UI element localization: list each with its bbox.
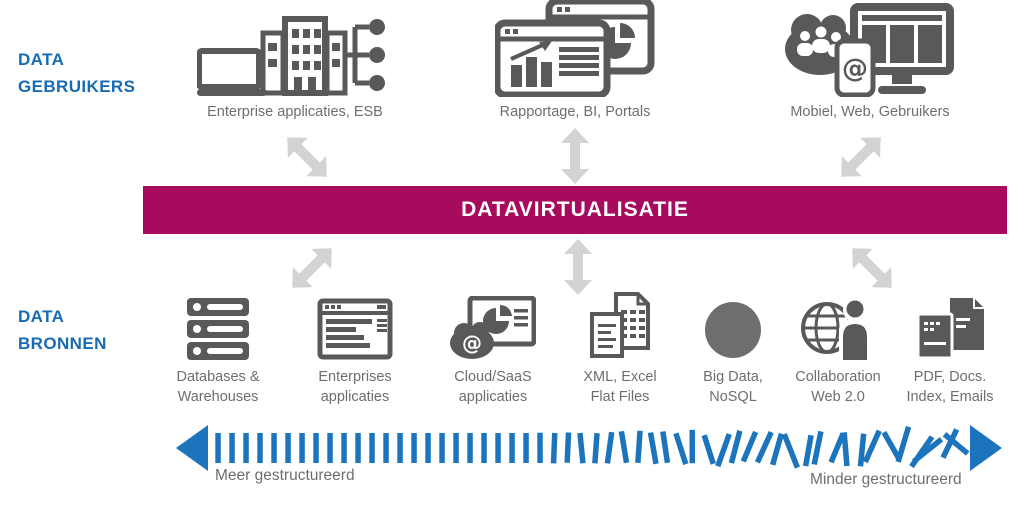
group-mobile-web-users: @ Mobiel, Web, Gebruikers <box>770 3 970 123</box>
label-line: applicaties <box>320 389 390 405</box>
double-arrow-icon <box>562 239 594 295</box>
group-xml-excel: XML, Excel Flat Files <box>558 292 682 407</box>
double-arrow-icon <box>559 128 591 184</box>
structure-spectrum-arrow <box>176 425 1002 471</box>
group-reports-bi: Rapportage, BI, Portals <box>480 0 670 123</box>
group-mobile-web-users-label: Mobiel, Web, Gebruikers <box>790 104 950 120</box>
mobile-web-users-icon: @ <box>784 3 956 97</box>
globe-person-icon <box>801 296 875 360</box>
xml-excel-files-icon <box>588 292 652 360</box>
group-pdf-docs-label: PDF, Docs. Index, Emails <box>906 367 993 407</box>
data-users-heading: DATA GEBRUIKERS <box>18 46 135 100</box>
reports-bi-icon <box>495 0 655 97</box>
label-line: XML, Excel <box>583 369 657 385</box>
label-line: Index, Emails <box>906 389 994 405</box>
double-arrow-icon <box>276 126 338 188</box>
label-line: Cloud/SaaS <box>454 369 532 385</box>
label-line: Databases & <box>176 369 260 385</box>
label-line: PDF, Docs. <box>913 369 987 385</box>
group-enterprises-applicaties: Enterprises applicaties <box>293 296 417 407</box>
double-arrow-icon <box>281 237 343 299</box>
label-line: NoSQL <box>709 389 757 405</box>
datavirtualisatie-banner: DATAVIRTUALISATIE <box>143 186 1007 234</box>
group-cloud-saas-label: Cloud/SaaS applicaties <box>454 367 531 407</box>
big-data-circle-icon <box>703 296 763 360</box>
double-arrow-icon <box>830 126 892 188</box>
data-sources-heading-line2: BRONNEN <box>18 334 107 353</box>
label-line: Big Data, <box>703 369 763 385</box>
group-databases-warehouses: Databases & Warehouses <box>156 296 280 407</box>
label-line: Warehouses <box>177 389 259 405</box>
spectrum-right-arrowhead-icon <box>970 425 1002 471</box>
documents-icon <box>914 296 986 360</box>
data-users-heading-line1: DATA <box>18 50 65 69</box>
group-collaboration-label: Collaboration Web 2.0 <box>795 367 880 407</box>
data-sources-heading-line1: DATA <box>18 307 65 326</box>
data-users-heading-line2: GEBRUIKERS <box>18 77 136 96</box>
group-enterprises-applicaties-label: Enterprises applicaties <box>318 367 391 407</box>
data-sources-heading: DATA BRONNEN <box>18 303 107 357</box>
group-xml-excel-label: XML, Excel Flat Files <box>583 367 656 407</box>
cloud-saas-icon: @ <box>450 296 536 360</box>
label-line: Flat Files <box>590 389 650 405</box>
group-enterprise-esb: Enterprise applicaties, ESB <box>185 13 405 123</box>
label-line: Collaboration <box>795 369 881 385</box>
group-pdf-docs: PDF, Docs. Index, Emails <box>888 296 1012 407</box>
svg-text:@: @ <box>842 54 868 84</box>
banner-title: DATAVIRTUALISATIE <box>461 198 689 221</box>
spectrum-left-label: Meer gestructureerd <box>215 467 355 484</box>
spectrum-left-arrowhead-icon <box>176 425 208 471</box>
group-big-data: Big Data, NoSQL <box>671 296 795 407</box>
database-servers-icon <box>187 296 249 360</box>
group-big-data-label: Big Data, NoSQL <box>703 367 763 407</box>
label-line: applicaties <box>458 389 528 405</box>
double-arrow-icon <box>841 237 903 299</box>
label-line: Enterprises <box>318 369 392 385</box>
group-reports-bi-label: Rapportage, BI, Portals <box>499 104 651 120</box>
group-databases-warehouses-label: Databases & Warehouses <box>176 367 259 407</box>
group-enterprise-esb-label: Enterprise applicaties, ESB <box>207 104 383 120</box>
label-line: Web 2.0 <box>811 389 865 405</box>
app-window-icon <box>317 296 393 360</box>
svg-text:@: @ <box>462 331 482 355</box>
enterprise-esb-icon <box>197 13 393 97</box>
group-cloud-saas: @ Cloud/SaaS applicaties <box>431 296 555 407</box>
spectrum-bars <box>215 425 970 469</box>
group-collaboration: Collaboration Web 2.0 <box>776 296 900 407</box>
spectrum-right-label: Minder gestructureerd <box>810 471 962 488</box>
